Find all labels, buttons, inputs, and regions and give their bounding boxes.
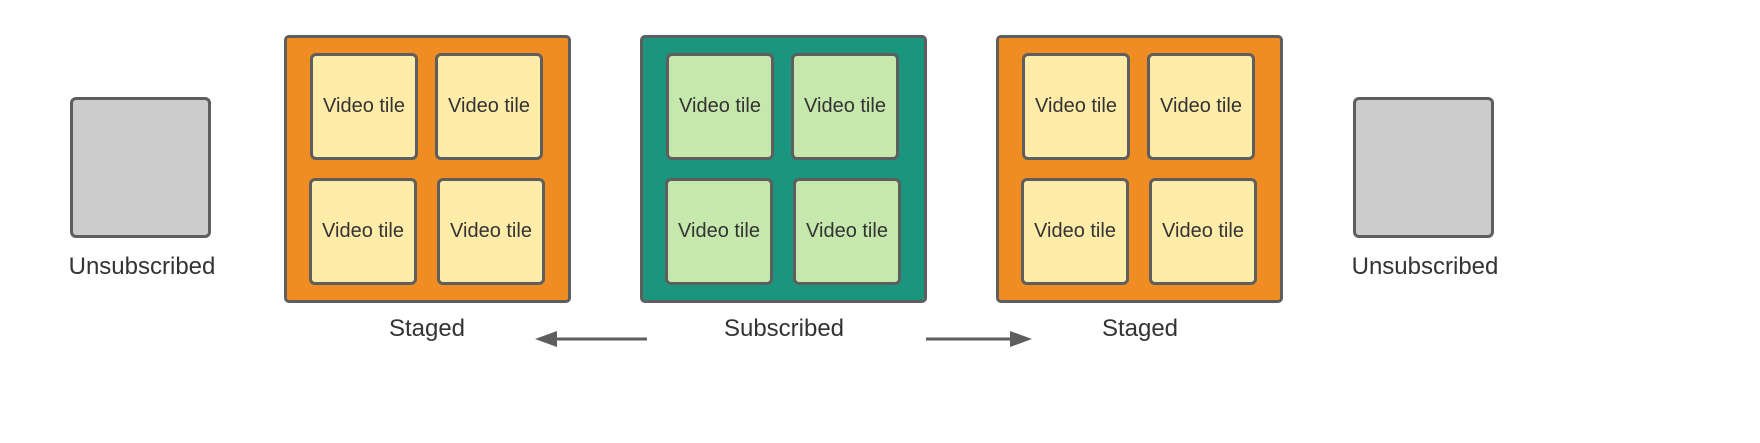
right-staged-video-tile: Video tile xyxy=(1149,178,1257,285)
right-arrow xyxy=(926,331,1032,347)
right-unsubscribed-label: Unsubscribed xyxy=(1351,253,1499,280)
subscribed-label: Subscribed xyxy=(723,315,845,342)
left-unsubscribed-box xyxy=(70,97,211,238)
left-staged-label: Staged xyxy=(388,315,466,342)
right-unsubscribed-box xyxy=(1353,97,1494,238)
left-staged-group: Video tile Video tile Video tile Video t… xyxy=(284,35,571,303)
right-staged-video-tile: Video tile xyxy=(1022,53,1130,160)
right-staged-video-tile: Video tile xyxy=(1147,53,1255,160)
right-staged-label: Staged xyxy=(1101,315,1179,342)
subscribed-video-tile: Video tile xyxy=(793,178,901,285)
subscribed-video-tile: Video tile xyxy=(791,53,899,160)
left-staged-video-tile: Video tile xyxy=(437,178,545,285)
subscribed-video-tile: Video tile xyxy=(665,178,773,285)
subscribed-group: Video tile Video tile Video tile Video t… xyxy=(640,35,927,303)
right-staged-group: Video tile Video tile Video tile Video t… xyxy=(996,35,1283,303)
left-staged-video-tile: Video tile xyxy=(435,53,543,160)
right-staged-video-tile: Video tile xyxy=(1021,178,1129,285)
subscribed-video-tile: Video tile xyxy=(666,53,774,160)
left-staged-video-tile: Video tile xyxy=(309,178,417,285)
left-arrow xyxy=(535,331,647,347)
left-unsubscribed-label: Unsubscribed xyxy=(68,253,216,280)
left-staged-video-tile: Video tile xyxy=(310,53,418,160)
